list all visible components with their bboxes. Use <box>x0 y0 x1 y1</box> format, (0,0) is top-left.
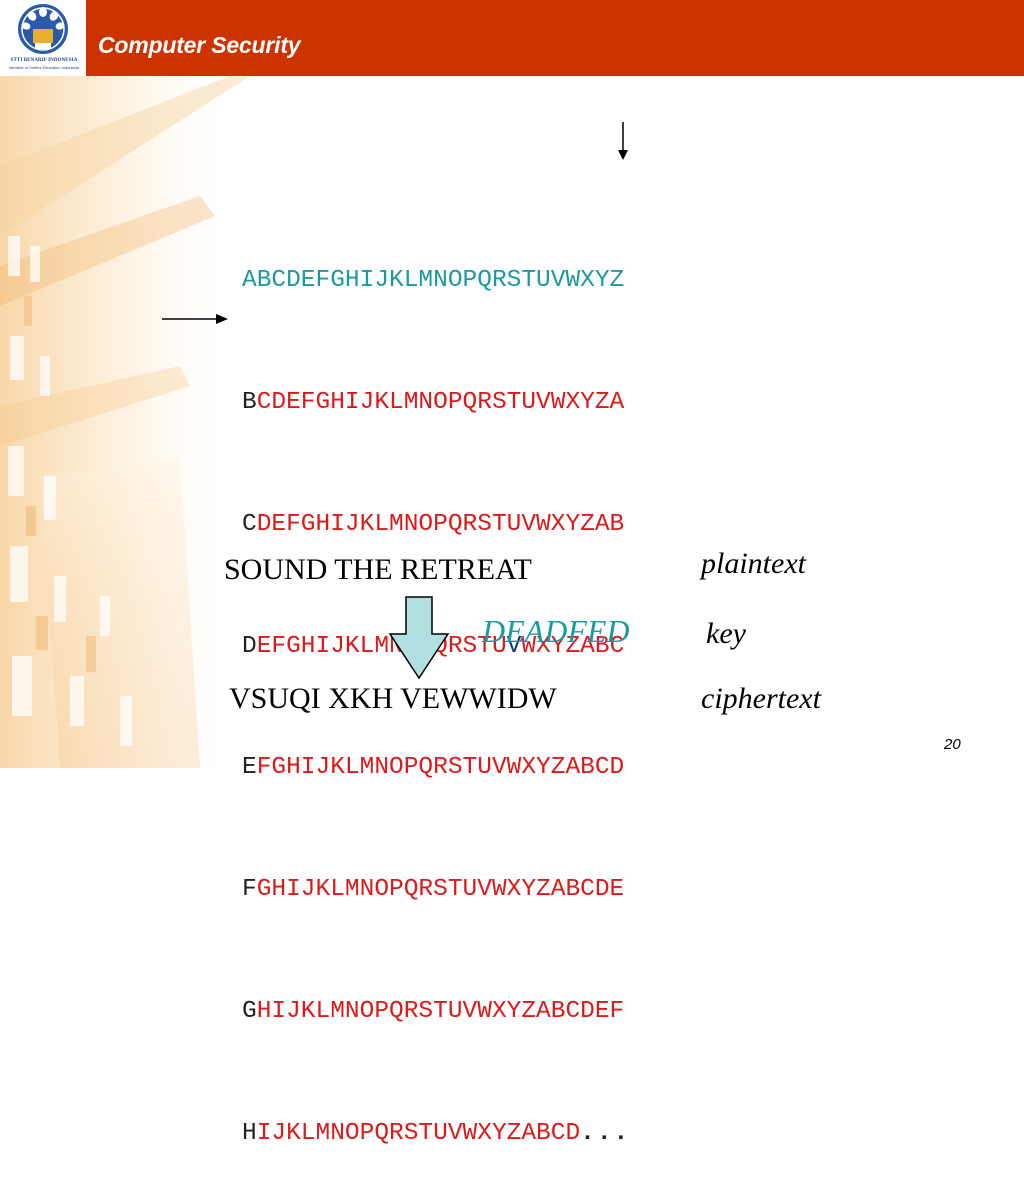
row-shifted-letters: IJKLMNOPQRSTUVWXYZABCD <box>256 1119 581 1147</box>
header-bar: STTI BENARIF INDONESIA Member of Smiths … <box>0 0 1024 76</box>
key-value: DEADFED <box>482 613 630 649</box>
alphabet-header-row: ABCDEFGHIJKLMNOPQRSTUVWXYZ <box>242 267 625 295</box>
down-block-arrow-icon <box>388 596 450 680</box>
down-arrow-icon <box>618 122 628 160</box>
background-decoration <box>0 76 250 768</box>
key-label: key <box>706 617 746 650</box>
table-row: HIJKLMNOPQRSTUVWXYZABCD... <box>242 1114 630 1155</box>
row-shifted-letters: HIJKLMNOPQRSTUVWXYZABCDEF <box>256 997 625 1025</box>
plaintext-value: SOUND THE RETREAT <box>224 553 532 586</box>
page-number: 20 <box>944 736 961 753</box>
row-lead-letter: C <box>242 510 257 538</box>
ciphertext-value: VSUQI XKH VEWWIDW <box>229 682 557 715</box>
logo-emblem-icon <box>18 4 68 54</box>
row-shifted-letters: WXYZABC <box>521 632 625 660</box>
table-row: EFGHIJKLMNOPQRSTUVWXYZABCD <box>242 748 630 789</box>
row-lead-letter: F <box>242 876 257 904</box>
row-lead-letter: H <box>242 1119 257 1147</box>
ellipsis: ... <box>580 1119 631 1147</box>
logo-name: STTI BENARIF INDONESIA <box>10 58 78 63</box>
row-shifted-letters: CDEFGHIJKLMNOPQRSTUVWXYZA <box>256 388 625 416</box>
right-arrow-icon <box>162 314 228 324</box>
ciphertext-label: ciphertext <box>701 682 821 715</box>
plaintext-label: plaintext <box>701 547 806 580</box>
row-lead-letter: G <box>242 997 257 1025</box>
logo-subtitle: Member of Smiths Education Indonesia <box>9 65 79 70</box>
presentation-title: Computer Security <box>98 32 301 58</box>
table-row: FGHIJKLMNOPQRSTUVWXYZABCDE <box>242 870 630 911</box>
row-shifted-letters: DEFGHIJKLMNOPQRSTUVWXYZAB <box>256 510 625 538</box>
table-row: CDEFGHIJKLMNOPQRSTUVWXYZAB <box>242 505 630 546</box>
table-row: GHIJKLMNOPQRSTUVWXYZABCDEF <box>242 992 630 1033</box>
table-row-selected: DEFGHIJKLMNOPQRSTUVWXYZABC <box>242 627 630 668</box>
row-lead-letter: D <box>242 632 257 660</box>
logo: STTI BENARIF INDONESIA Member of Smiths … <box>0 0 86 76</box>
row-lead-letter: B <box>242 388 257 416</box>
row-shifted-letters: GHIJKLMNOPQRSTUVWXYZABCDE <box>256 876 625 904</box>
highlighted-cipher-letter: V <box>506 632 522 660</box>
table-row: BCDEFGHIJKLMNOPQRSTUVWXYZA <box>242 383 630 424</box>
row-shifted-letters: EFGHIJKLMNOPQRSTU <box>256 632 507 660</box>
